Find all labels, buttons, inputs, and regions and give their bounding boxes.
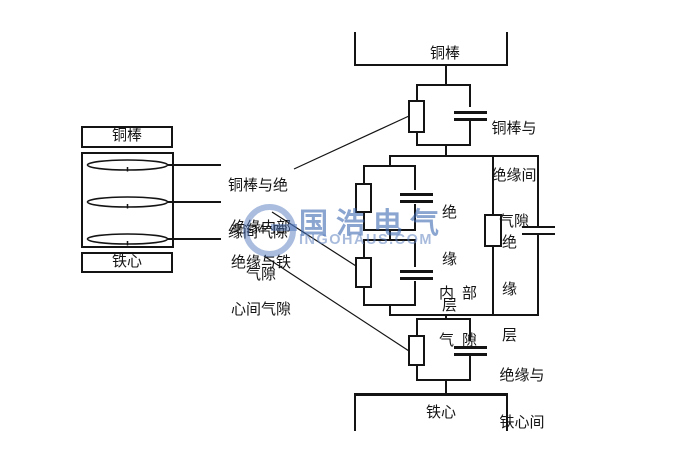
capacitor-gap-mask bbox=[412, 190, 418, 204]
iron-core-box bbox=[81, 252, 173, 273]
label-line: 气隙 bbox=[245, 266, 276, 283]
pointer-line-to-core-gap-cell bbox=[263, 255, 410, 352]
capacitor-plate bbox=[522, 232, 555, 236]
label-circuit-internal-gap: 内部 气隙 bbox=[439, 256, 489, 380]
iron-bus-bar bbox=[354, 393, 508, 396]
capacitor-plate bbox=[454, 111, 487, 114]
capacitor-plate bbox=[454, 346, 487, 349]
copper-bus-left-wire bbox=[354, 32, 356, 66]
resistor-internal-gap bbox=[355, 257, 372, 288]
label-copper-insulation-gap: 铜棒与绝 缘间气隙 bbox=[219, 148, 297, 272]
iron-bus-right-wire bbox=[506, 393, 508, 431]
label-line: 绝缘与铁 bbox=[230, 255, 291, 271]
pointer-line-to-copper-gap-cell bbox=[293, 115, 410, 170]
network-top-wire bbox=[389, 155, 539, 157]
capacitor-plate bbox=[400, 193, 433, 196]
capacitor-plate bbox=[522, 225, 555, 229]
wire-stub bbox=[445, 381, 447, 394]
label-line: 内部 bbox=[439, 286, 486, 302]
resistor-copper-gap bbox=[408, 100, 425, 133]
right-branch-wire bbox=[537, 156, 539, 227]
label-line: 绝缘内部 bbox=[230, 220, 291, 236]
label-insulation-core-gap: 绝缘与铁 心间气隙 bbox=[223, 225, 299, 349]
middle-branch-wire bbox=[492, 247, 494, 315]
iron-core-label: 铁心 bbox=[111, 254, 142, 270]
label-line: 层 bbox=[441, 298, 457, 314]
circuit-copper-bar-label: 铜棒 bbox=[429, 46, 460, 62]
resistor-insulation-middle bbox=[484, 214, 502, 247]
label-line: 铜棒与 bbox=[491, 121, 537, 137]
label-circuit-core-gap: 绝缘与 铁心间 气隙 bbox=[494, 338, 550, 451]
copper-bar-box bbox=[81, 126, 173, 148]
capacitor-plate bbox=[454, 353, 487, 356]
right-branch-wire bbox=[537, 235, 539, 315]
label-line: 铁心间 bbox=[499, 414, 545, 431]
label-line: 绝 bbox=[441, 205, 457, 221]
resistor-core-gap bbox=[408, 335, 425, 366]
copper-bar-label: 铜棒 bbox=[111, 128, 142, 144]
label-line: 绝缘间 bbox=[491, 167, 537, 184]
label-line: 缘 bbox=[441, 251, 457, 268]
circuit-iron-core-label: 铁心 bbox=[425, 405, 456, 421]
wire-stub bbox=[445, 146, 447, 156]
label-insulation-layer-left: 绝 缘 层 bbox=[441, 175, 458, 346]
label-insulation-layer-middle: 绝 缘 层 bbox=[501, 205, 518, 376]
label-line: 气隙 bbox=[439, 332, 486, 349]
capacitor-plate bbox=[454, 118, 487, 121]
iron-bus-left-wire bbox=[354, 393, 356, 431]
copper-bus-right-wire bbox=[506, 32, 508, 66]
wire-stub bbox=[445, 315, 447, 319]
wire-stub bbox=[389, 229, 391, 241]
pointer-line-to-internal-gap-cell bbox=[271, 211, 357, 267]
wire-stub bbox=[389, 156, 391, 167]
label-circuit-copper-gap: 铜棒与 绝缘间 气隙 bbox=[489, 91, 539, 262]
capacitor-plate bbox=[400, 277, 433, 280]
label-line: 铜棒与绝 bbox=[227, 178, 288, 194]
wire-stub bbox=[389, 304, 391, 315]
label-line: 心间气隙 bbox=[230, 301, 291, 318]
label-line: 气隙 bbox=[498, 214, 529, 230]
copper-bus-bar bbox=[354, 63, 508, 67]
wire-stub bbox=[445, 66, 447, 85]
insulation-body-box bbox=[81, 152, 174, 248]
label-line: 层 bbox=[501, 328, 517, 344]
label-line: 绝缘与 bbox=[499, 368, 545, 384]
capacitor-gap-mask bbox=[467, 107, 473, 121]
network-bottom-wire bbox=[389, 314, 539, 316]
middle-branch-wire bbox=[492, 156, 494, 214]
label-line: 缘 bbox=[501, 281, 517, 298]
capacitor-plate bbox=[400, 270, 433, 273]
label-line: 绝 bbox=[501, 235, 517, 251]
label-internal-gap: 绝缘内部 气隙 bbox=[223, 190, 299, 314]
capacitor-gap-mask bbox=[412, 267, 418, 281]
capacitor-plate bbox=[400, 200, 433, 203]
resistor-insulation-upper bbox=[355, 183, 372, 213]
label-line: 缘间气隙 bbox=[227, 224, 288, 241]
